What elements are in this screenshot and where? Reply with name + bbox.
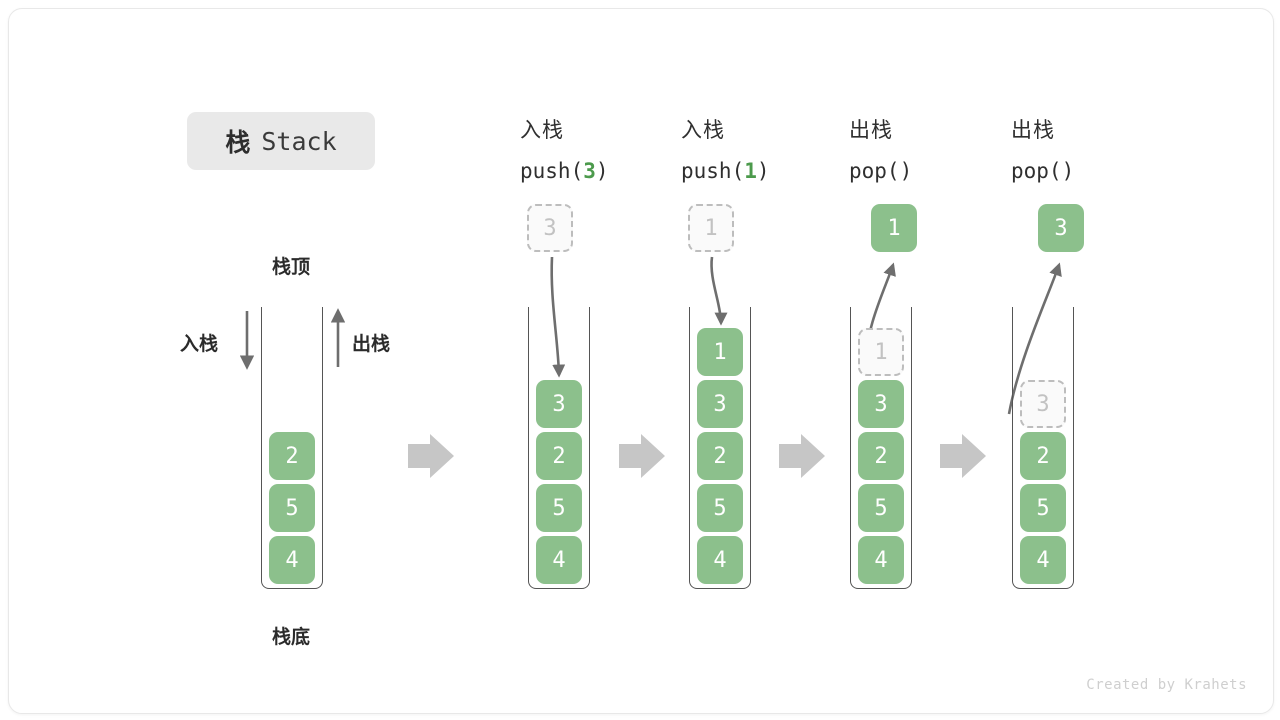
column-header-line1: 出栈 [1011, 119, 1055, 142]
op-close: ) [595, 159, 609, 183]
stack-container-pop1 [850, 307, 912, 589]
op-name: pop( [849, 159, 900, 183]
column-header-line2: pop() [849, 151, 912, 191]
pop2-arrow [1007, 262, 1062, 415]
stack-cell: 4 [858, 536, 904, 584]
column-header-line2: push(1) [681, 151, 770, 191]
stack-cell: 5 [858, 484, 904, 532]
stack-cell: 3 [536, 380, 582, 428]
title-en: Stack [261, 126, 337, 156]
floating-cell-ghost: 3 [527, 204, 573, 252]
floating-cell-popped: 1 [871, 204, 917, 252]
stack-cell: 5 [269, 484, 315, 532]
column-header-line1: 出栈 [849, 119, 893, 142]
title-badge: 栈 Stack [187, 112, 375, 170]
stack-cell-ghost: 1 [858, 328, 904, 376]
stack-container-push1 [689, 307, 751, 589]
stack-container-push3 [528, 307, 590, 589]
footer-credit: Created by Krahets [1086, 677, 1247, 693]
op-name: push( [520, 159, 584, 183]
stack-cell: 4 [1020, 536, 1066, 584]
stack-cell: 5 [1020, 484, 1066, 532]
column-header-pop1: 出栈 pop() [849, 111, 912, 191]
stack-container-pop2 [1012, 307, 1074, 589]
pop-side-label: 出栈 [352, 334, 391, 355]
op-close: ) [899, 159, 913, 183]
stack-cell: 3 [858, 380, 904, 428]
op-close: ) [1061, 159, 1075, 183]
op-name: push( [681, 159, 745, 183]
stack-cell: 2 [269, 432, 315, 480]
stack-cell: 5 [536, 484, 582, 532]
stack-cell: 2 [697, 432, 743, 480]
stack-container-reference [261, 307, 323, 589]
stack-cell: 2 [536, 432, 582, 480]
push1-arrow [710, 256, 728, 326]
stack-cell: 4 [697, 536, 743, 584]
stack-cell: 3 [697, 380, 743, 428]
stack-cell: 4 [536, 536, 582, 584]
floating-cell-ghost: 1 [688, 204, 734, 252]
first-stack-arrows [239, 308, 346, 370]
step-arrows [408, 434, 986, 478]
column-header-line1: 入栈 [520, 119, 564, 142]
op-name: pop( [1011, 159, 1062, 183]
diagram-card: 栈 Stack 栈顶 入栈 出栈 2 5 4 栈底 入 [8, 8, 1274, 714]
stack-cell: 2 [858, 432, 904, 480]
column-header-line1: 入栈 [681, 119, 725, 142]
column-header-line2: pop() [1011, 151, 1074, 191]
push-side-label: 入栈 [180, 334, 219, 355]
stack-cell: 5 [697, 484, 743, 532]
stack-bottom-label: 栈底 [271, 627, 310, 648]
stack-cell: 2 [1020, 432, 1066, 480]
column-header-line2: push(3) [520, 151, 609, 191]
column-header-pop2: 出栈 pop() [1011, 111, 1074, 191]
stack-cell: 4 [269, 536, 315, 584]
stack-top-label: 栈顶 [271, 257, 310, 278]
stack-cell-ghost: 3 [1020, 380, 1066, 428]
op-close: ) [756, 159, 770, 183]
column-header-push1: 入栈 push(1) [681, 111, 770, 191]
floating-cell-popped: 3 [1038, 204, 1084, 252]
stack-cell: 1 [697, 328, 743, 376]
title-cn: 栈 [225, 129, 252, 157]
op-arg: 1 [744, 159, 757, 183]
push3-arrow [550, 256, 566, 378]
op-arg: 3 [583, 159, 596, 183]
column-header-push3: 入栈 push(3) [520, 111, 609, 191]
